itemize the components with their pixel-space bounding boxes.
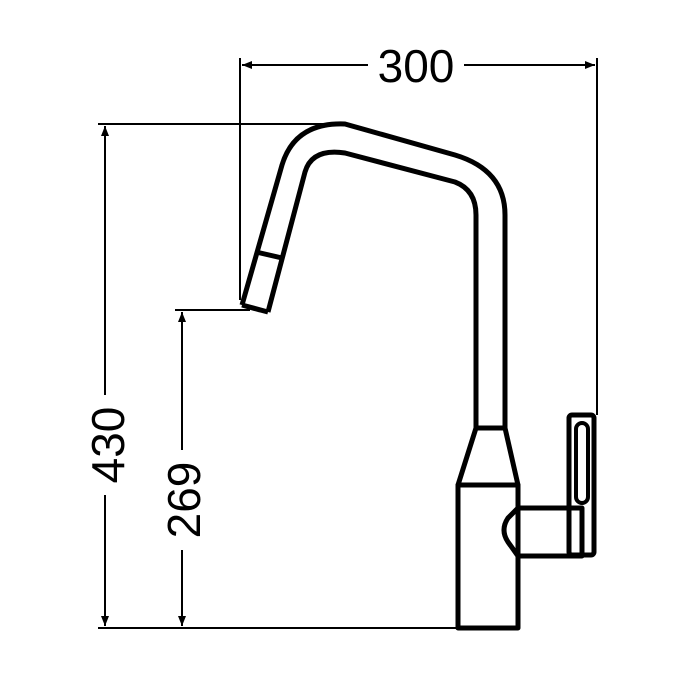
height-label: 430	[82, 407, 134, 484]
handle	[501, 505, 585, 559]
spray-head	[241, 249, 283, 315]
spout-outer	[239, 121, 508, 428]
lever-slot	[574, 421, 590, 505]
width-label: 300	[378, 40, 455, 92]
lever	[566, 412, 597, 558]
faucet-outline	[239, 121, 597, 631]
faucet-body	[455, 482, 521, 631]
neck-collar	[455, 425, 521, 488]
spout-height-label: 269	[158, 462, 210, 539]
spout-inner	[265, 149, 479, 428]
